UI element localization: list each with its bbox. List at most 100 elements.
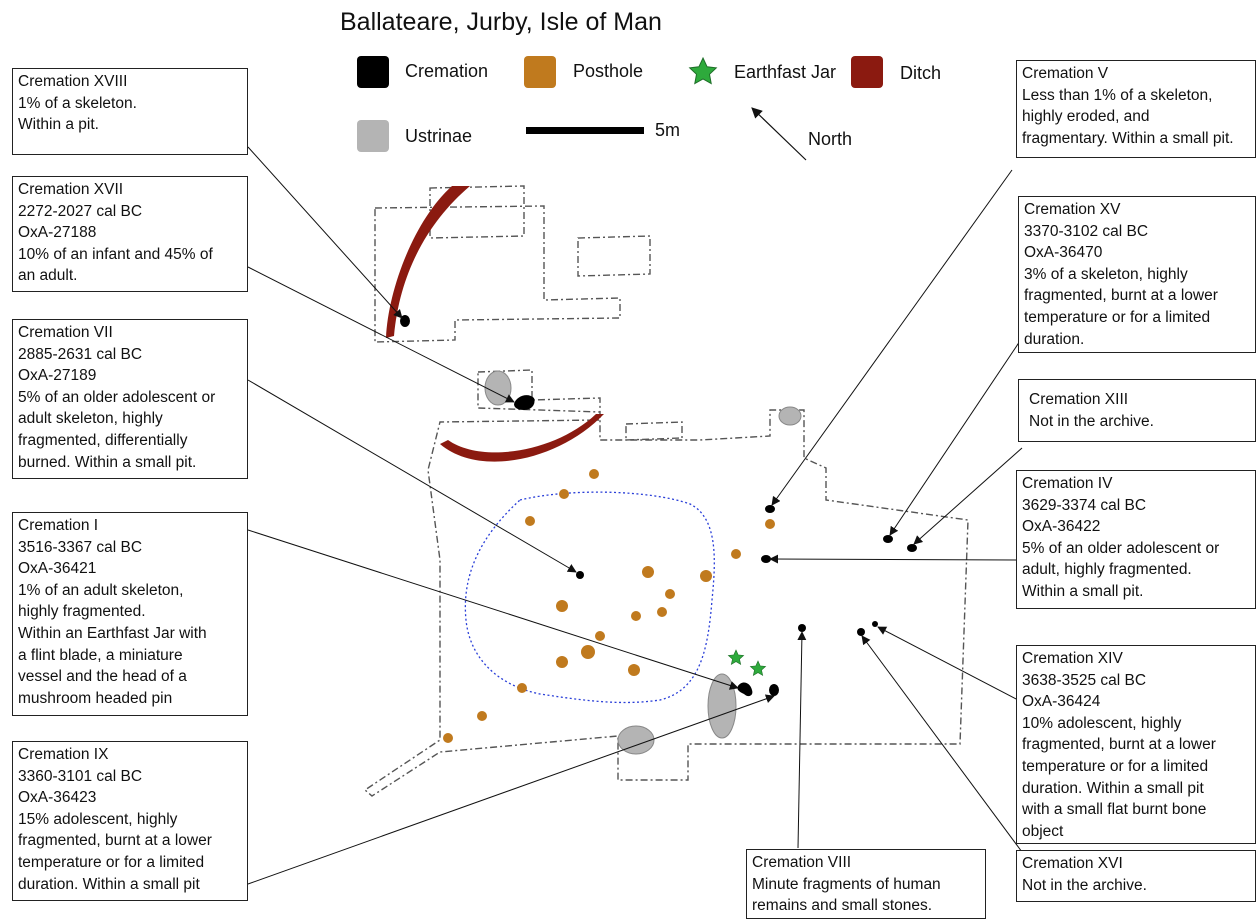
leader-iv xyxy=(769,554,1019,564)
cremation-ix xyxy=(769,684,779,696)
ditch-north xyxy=(386,186,470,338)
posthole xyxy=(657,607,667,617)
annotation-line: Cremation XIII xyxy=(1029,391,1129,408)
annotation-line: 1% of a skeleton. xyxy=(18,94,137,112)
annotation-line: OxA-27188 xyxy=(18,224,97,242)
annotation-line: duration. Within a small pit xyxy=(1022,779,1204,797)
annotation-line: 2885-2631 cal BC xyxy=(18,345,143,363)
annotation-line: duration. Within a small pit xyxy=(18,875,200,893)
leader-i xyxy=(247,529,739,690)
earthfast-jar-star xyxy=(749,660,767,677)
north-arrow xyxy=(751,107,807,161)
posthole xyxy=(581,645,595,659)
annotation-cremation-xiv: Cremation XIV 3638-3525 cal BC OxA-36424… xyxy=(1016,645,1256,844)
annotation-cremation-ix: Cremation IX 3360-3101 cal BC OxA-36423 … xyxy=(12,741,248,901)
annotation-line: a flint blade, a miniature xyxy=(18,646,183,664)
annotation-line: Cremation IV xyxy=(1022,475,1113,492)
cremation-xv xyxy=(883,535,893,543)
leader-viii xyxy=(797,631,807,849)
annotation-line: Not in the archive. xyxy=(1029,412,1154,430)
annotation-line: OxA-36423 xyxy=(18,789,97,807)
annotation-line: adult, highly fragmented. xyxy=(1022,561,1192,579)
annotation-cremation-viii: Cremation VIII Minute fragments of human… xyxy=(746,849,986,919)
annotation-line: fragmented, burnt at a lower xyxy=(18,832,212,850)
annotation-cremation-v: Cremation V Less than 1% of a skeleton, … xyxy=(1016,60,1256,158)
ustrina xyxy=(484,370,512,406)
annotation-line: 3360-3101 cal BC xyxy=(18,767,143,785)
annotation-line: 2272-2027 cal BC xyxy=(18,202,143,220)
annotation-cremation-xiii: Cremation XIII Not in the archive. xyxy=(1018,379,1256,442)
annotation-line: OxA-36470 xyxy=(1024,244,1103,262)
ustrina xyxy=(707,673,737,739)
posthole xyxy=(443,733,453,743)
cremation-viii xyxy=(798,624,806,632)
ustrina xyxy=(617,725,655,755)
scale-bar xyxy=(526,127,644,134)
leader-ix xyxy=(247,694,775,885)
annotation-line: mushroom headed pin xyxy=(18,689,173,707)
annotation-line: 3% of a skeleton, highly xyxy=(1024,265,1188,283)
annotation-line: 3629-3374 cal BC xyxy=(1022,496,1147,514)
legend-label-ustrinae: Ustrinae xyxy=(405,126,473,146)
cremation-i xyxy=(737,682,753,697)
annotation-line: Cremation XVII xyxy=(18,181,124,198)
posthole xyxy=(765,519,775,529)
annotation-line: fragmentary. Within a small pit. xyxy=(1022,129,1234,147)
cremation-iv xyxy=(761,555,771,563)
posthole xyxy=(628,664,640,676)
annotation-line: Within a pit. xyxy=(18,116,99,134)
scale-label: 5m xyxy=(655,120,681,140)
annotation-line: 3638-3525 cal BC xyxy=(1022,671,1147,689)
annotation-line: 3370-3102 cal BC xyxy=(1024,222,1149,240)
annotation-cremation-iv: Cremation IV 3629-3374 cal BC OxA-36422 … xyxy=(1016,470,1256,609)
annotation-line: temperature or for a limited xyxy=(1024,308,1211,326)
annotation-line: remains and small stones. xyxy=(752,897,933,915)
legend-symbols xyxy=(357,56,883,161)
posthole xyxy=(665,589,675,599)
annotation-line: object xyxy=(1022,822,1064,840)
annotation-line: 5% of an older adolescent or xyxy=(18,388,216,406)
annotation-cremation-vii: Cremation VII 2885-2631 cal BC OxA-27189… xyxy=(12,319,248,479)
ditch-south xyxy=(440,414,604,462)
annotation-line: temperature or for a limited xyxy=(1022,757,1209,775)
annotation-line: Within a small pit. xyxy=(1022,582,1144,600)
annotation-line: 5% of an older adolescent or xyxy=(1022,539,1220,557)
annotation-line: burned. Within a small pit. xyxy=(18,453,197,471)
annotation-cremation-i: Cremation I 3516-3367 cal BC OxA-36421 1… xyxy=(12,512,248,716)
annotation-line: Cremation V xyxy=(1022,65,1109,82)
annotation-line: Not in the archive. xyxy=(1022,876,1147,894)
leader-vii xyxy=(247,379,577,573)
posthole xyxy=(477,711,487,721)
leader-lines xyxy=(247,146,1023,885)
annotation-line: 3516-3367 cal BC xyxy=(18,538,143,556)
annotation-line: with a small flat burnt bone xyxy=(1022,801,1207,819)
legend-posthole-swatch xyxy=(524,56,556,88)
posthole xyxy=(525,516,535,526)
north-label: North xyxy=(808,129,853,149)
annotation-cremation-xviii: Cremation XVIII 1% of a skeleton. Within… xyxy=(12,68,248,155)
leader-xvii xyxy=(247,266,515,403)
annotation-line: fragmented, differentially xyxy=(18,431,188,449)
annotation-line: Within an Earthfast Jar with xyxy=(18,624,207,642)
legend-earthfast-jar-star xyxy=(688,56,718,85)
annotation-cremation-xv: Cremation XV 3370-3102 cal BC OxA-36470 … xyxy=(1018,196,1256,353)
cremation-xiv xyxy=(872,621,878,627)
annotation-line: OxA-36421 xyxy=(18,560,97,578)
earthfast-jar-star xyxy=(727,649,745,666)
annotation-line: OxA-36422 xyxy=(1022,518,1101,536)
cremation-xiii xyxy=(907,544,917,552)
annotation-line: Cremation IX xyxy=(18,746,109,763)
map-title: Ballateare, Jurby, Isle of Man xyxy=(340,8,662,36)
annotation-line: 15% adolescent, highly xyxy=(18,810,178,828)
annotation-line: highly eroded, and xyxy=(1022,108,1150,126)
annotation-line: temperature or for a limited xyxy=(18,853,205,871)
leader-xviii xyxy=(247,146,403,319)
legend-ustrinae-swatch xyxy=(357,120,389,152)
annotation-line: 1% of an adult skeleton, xyxy=(18,581,184,599)
cremation-xvii xyxy=(514,395,535,410)
legend-label-cremation: Cremation xyxy=(405,61,489,81)
posthole xyxy=(700,570,712,582)
annotation-line: Cremation XV xyxy=(1024,201,1121,218)
legend-label-ditch: Ditch xyxy=(900,63,942,83)
